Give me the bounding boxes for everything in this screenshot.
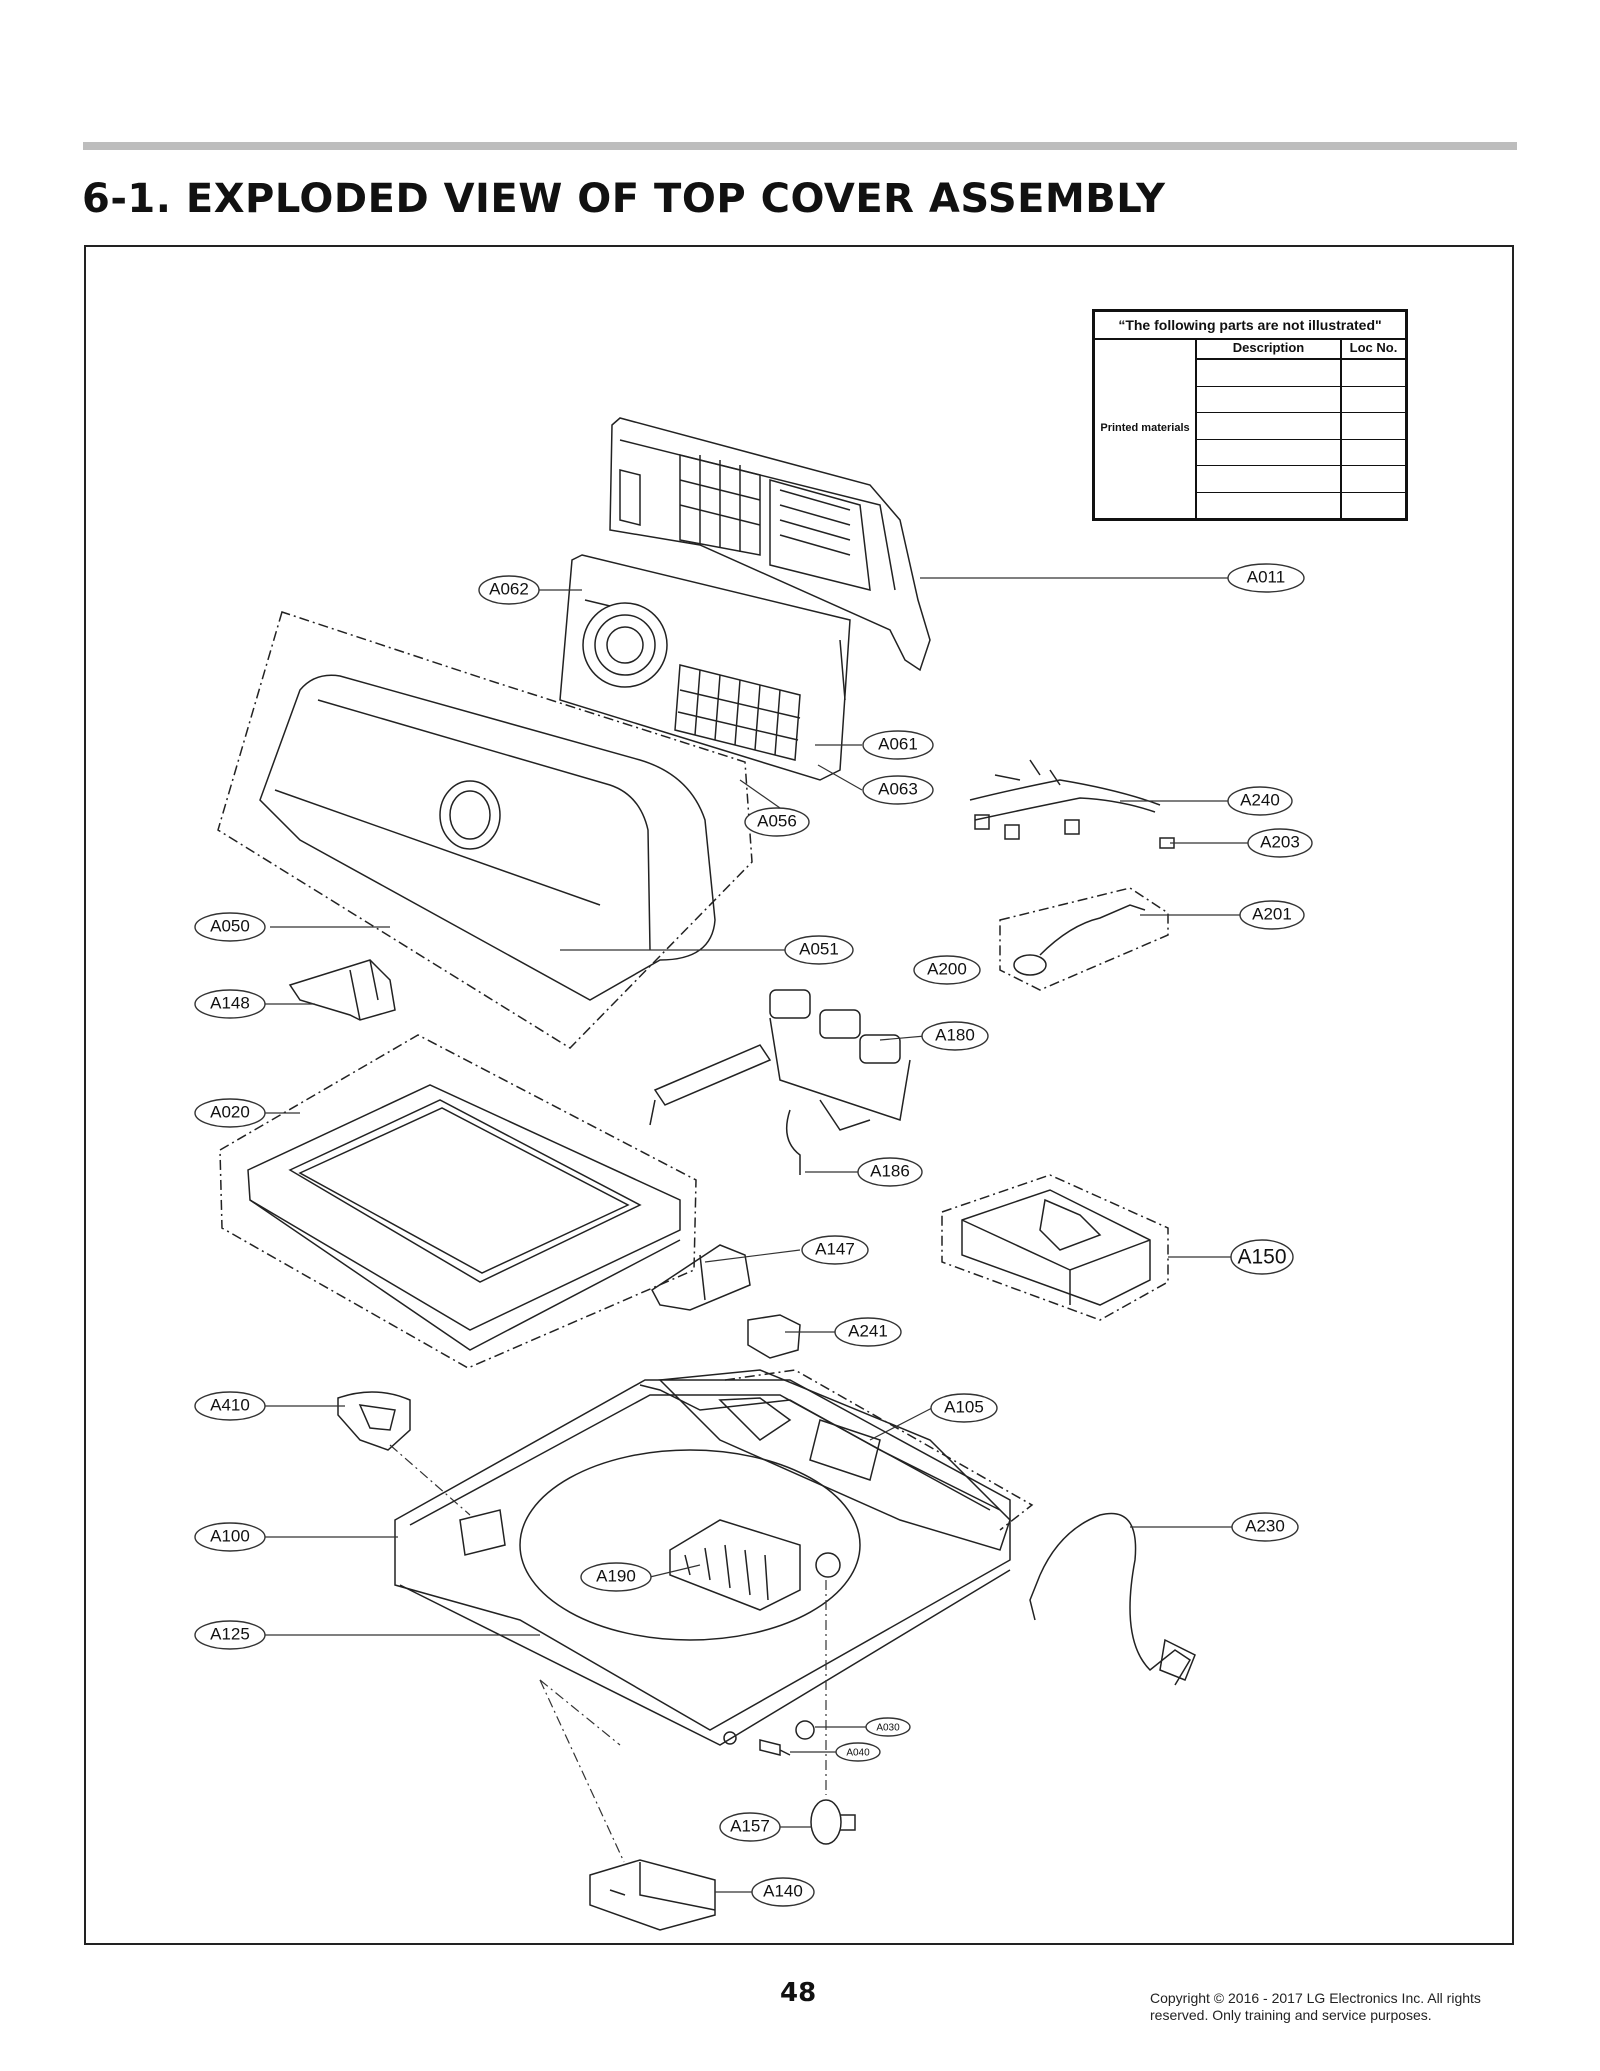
callout-A061: A061 — [878, 734, 918, 753]
callout-A148: A148 — [210, 993, 250, 1012]
rear-cover-outline — [724, 1369, 1034, 1531]
callout-ellipses — [194, 563, 1313, 1907]
callout-A157: A157 — [730, 1816, 770, 1835]
callout-A062: A062 — [489, 579, 529, 598]
table-row — [1197, 439, 1405, 466]
callout-A051: A051 — [799, 939, 839, 958]
table-row — [1197, 413, 1405, 440]
callout-A125: A125 — [210, 1624, 250, 1643]
callout-A150: A150 — [1237, 1246, 1286, 1269]
callout-A203: A203 — [1260, 832, 1300, 851]
control-board-drawing — [559, 554, 851, 781]
clip-screw-drawing — [759, 1720, 815, 1756]
loc-no-column-header: Loc No. — [1349, 340, 1398, 355]
pressure-switch-drawing — [1013, 904, 1146, 976]
wire-harness-drawing — [969, 759, 1161, 840]
power-cord-drawing — [1029, 1512, 1196, 1686]
callout-labels: A011 A062 A061 A063 A056 A240 A203 A201 … — [210, 567, 1300, 1900]
door-lock-drawing — [589, 1859, 716, 1931]
rear-cover-drawing — [658, 1369, 1011, 1551]
top-rule — [83, 142, 1517, 150]
centerlines — [389, 1444, 827, 1863]
hinge-bracket-left-drawing — [288, 959, 396, 1021]
callout-A147: A147 — [815, 1239, 855, 1258]
part-drawings — [217, 417, 1196, 1931]
callout-A050: A050 — [210, 916, 250, 935]
control-panel-drawing — [259, 674, 716, 1001]
table-row — [1197, 466, 1405, 493]
lid-outline — [219, 1034, 697, 1369]
callout-A241: A241 — [848, 1321, 888, 1340]
callout-A410: A410 — [210, 1395, 250, 1414]
callout-A140: A140 — [763, 1881, 803, 1900]
callout-A030: A030 — [876, 1723, 900, 1734]
pressure-switch-outline — [999, 887, 1169, 991]
diagram-frame — [84, 245, 1514, 1945]
water-valve-drawing — [649, 989, 911, 1175]
callout-A020: A020 — [210, 1102, 250, 1121]
top-cover-drawing — [394, 1379, 1011, 1746]
callout-A240: A240 — [1240, 790, 1280, 809]
callout-A105: A105 — [944, 1397, 984, 1416]
not-illustrated-parts-table: “The following parts are not illustrated… — [1092, 309, 1408, 521]
callout-A201: A201 — [1252, 904, 1292, 923]
callout-A190: A190 — [596, 1566, 636, 1585]
dispenser-drawing — [961, 1189, 1151, 1306]
callout-A063: A063 — [878, 779, 918, 798]
rear-panel-drawing — [609, 417, 931, 672]
lid-drawing — [247, 1084, 681, 1351]
callout-A100: A100 — [210, 1526, 250, 1545]
control-panel-outline — [217, 611, 753, 1049]
page-number: 48 — [780, 1978, 817, 2008]
page-title: 6-1. EXPLODED VIEW OF TOP COVER ASSEMBLY — [82, 176, 1166, 222]
callout-A186: A186 — [870, 1161, 910, 1180]
leader-lines — [265, 577, 1250, 1893]
pcb-box-drawing — [669, 1519, 801, 1611]
table-row — [1197, 492, 1405, 518]
callout-A180: A180 — [935, 1025, 975, 1044]
callout-A011: A011 — [1247, 567, 1285, 586]
exploded-diagram: A011 A062 A061 A063 A056 A240 A203 A201 … — [86, 247, 1512, 1943]
table-row — [1197, 360, 1405, 387]
bleach-cap-drawing — [337, 1391, 411, 1451]
copyright-notice: Copyright © 2016 - 2017 LG Electronics I… — [1150, 1990, 1481, 2023]
description-column-header: Description — [1197, 338, 1342, 358]
callout-A200: A200 — [927, 959, 967, 978]
callout-A230: A230 — [1245, 1516, 1285, 1535]
table-row — [1197, 386, 1405, 413]
printed-materials-label: Printed materials — [1095, 338, 1197, 518]
knob-drawing — [810, 1799, 856, 1845]
dispenser-outline — [941, 1174, 1169, 1321]
callout-A040: A040 — [846, 1748, 870, 1759]
callout-A056: A056 — [757, 811, 797, 830]
hinge-bracket-right-drawing — [651, 1244, 751, 1311]
parts-table-header: “The following parts are not illustrated… — [1095, 312, 1405, 340]
switch-drawing — [747, 1314, 801, 1359]
